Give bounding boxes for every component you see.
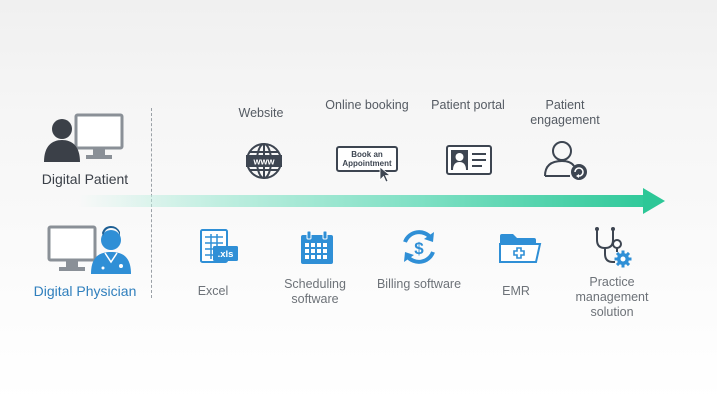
practice-management-label: Practice management solution <box>575 275 649 319</box>
excel-extension-text: .xls <box>218 249 234 260</box>
timeline-arrow-bar <box>78 195 646 207</box>
id-card-icon <box>446 145 492 175</box>
website-label: Website <box>238 106 284 120</box>
timeline-arrow-head <box>643 188 665 214</box>
cursor-icon <box>379 166 392 183</box>
scheduling-software-label: Scheduling software <box>284 277 346 306</box>
book-appointment-icon: Book an Appointment <box>336 146 398 172</box>
patient-engagement-label: Patient engagement <box>530 98 600 127</box>
patient-portal-label: Patient portal <box>431 98 505 112</box>
digital-physician-label: Digital Physician <box>33 283 137 299</box>
stethoscope-gear-icon <box>595 227 632 268</box>
svg-text:$: $ <box>414 239 424 258</box>
billing-cycle-icon: $ <box>403 230 435 264</box>
user-engagement-icon <box>544 141 587 180</box>
excel-label: Excel <box>197 284 229 298</box>
book-appointment-text: Book an Appointment <box>342 150 392 168</box>
online-booking-label: Online booking <box>325 98 409 112</box>
digital-patient-label: Digital Patient <box>41 171 129 187</box>
calendar-icon <box>301 230 333 264</box>
globe-www-icon: www <box>246 143 282 179</box>
emr-label: EMR <box>502 284 530 298</box>
digital-physician-icon <box>47 225 131 274</box>
excel-file-icon: .xls <box>200 229 238 263</box>
billing-software-label: Billing software <box>376 277 462 291</box>
digital-patient-icon <box>44 113 124 162</box>
medical-folder-icon <box>499 234 542 263</box>
svg-text:www: www <box>252 157 275 167</box>
